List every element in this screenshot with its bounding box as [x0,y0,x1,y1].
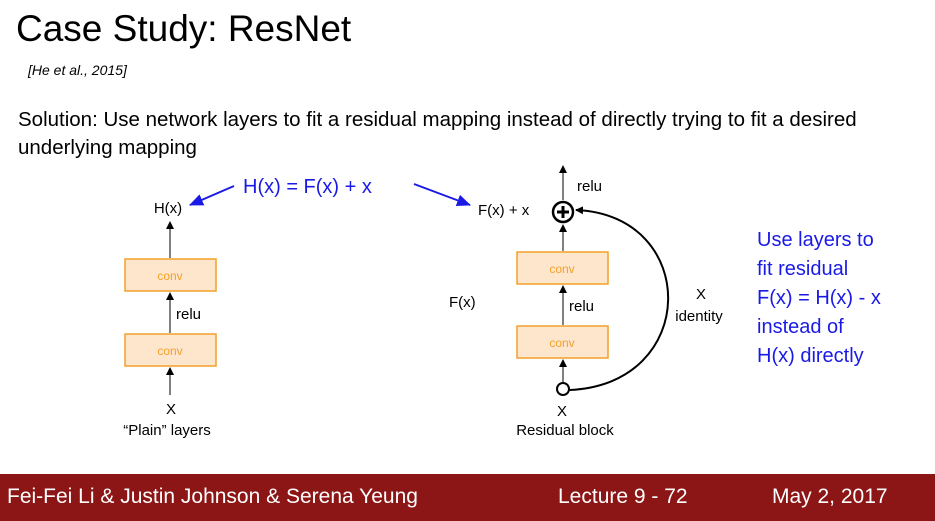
citation: [He et al., 2015] [28,62,127,78]
equation-arrow-left [189,185,235,206]
residual-fx-label: F(x) [449,294,476,311]
equation-arrow-right [413,183,471,207]
plain-relu-label: relu [176,306,201,323]
residual-conv-top-label: conv [549,262,574,276]
plain-conv-top-label: conv [157,269,182,283]
residual-conv-bottom-label: conv [549,336,574,350]
plain-conv-bottom-label: conv [157,344,182,358]
residual-input-label: X [557,403,567,420]
footer-lecture: Lecture 9 - 72 [558,485,688,508]
residual-caption: Residual block [516,422,614,439]
plain-caption: “Plain” layers [123,422,211,439]
solution-text: Solution: Use network layers to fit a re… [18,108,857,159]
resnet-diagram: H(x) = F(x) + x H(x) conv relu conv X “P… [123,165,723,439]
skip-connection-arrow [568,206,670,391]
plus-icon [551,200,575,224]
residual-relu-label: relu [569,298,594,315]
input-node-icon [556,382,570,396]
plain-conv-top [124,258,217,292]
residual-output-relu-label: relu [577,178,602,195]
plain-conv-bottom [124,333,217,367]
plain-input-label: X [166,401,176,418]
skip-identity-label: identity [675,308,723,325]
footer-authors: Fei-Fei Li & Justin Johnson & Serena Yeu… [7,485,418,508]
footer-bar: Fei-Fei Li & Justin Johnson & Serena Yeu… [0,474,935,521]
footer-date: May 2, 2017 [772,485,888,508]
residual-sum-label: F(x) + x [478,202,530,219]
slide-title: Case Study: ResNet [16,8,352,49]
residual-conv-top [516,251,609,285]
plain-output-label: H(x) [154,200,182,217]
residual-conv-bottom [516,325,609,359]
residual-explanation: Use layers to fit residual F(x) = H(x) -… [757,229,881,367]
skip-x-label: X [696,286,706,303]
equation-label: H(x) = F(x) + x [243,176,372,198]
